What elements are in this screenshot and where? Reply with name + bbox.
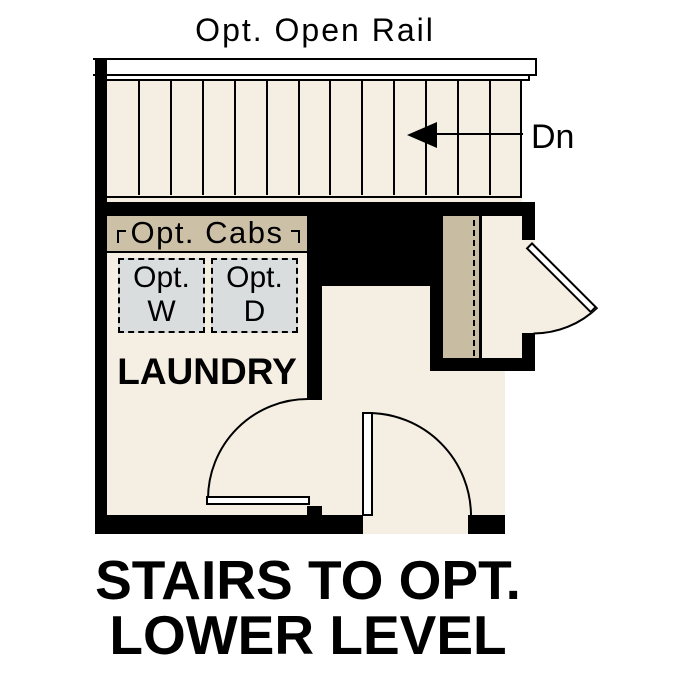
hall-floor-upper [322,286,430,372]
tread-divider [265,81,268,195]
wall-laundry-right-lower [307,506,322,517]
caption-line-2: LOWER LEVEL [109,604,507,666]
tread-divider [233,81,236,195]
stair-base-strip [107,198,522,202]
down-label: Dn [531,118,575,156]
caption-line-1: STAIRS TO OPT. [95,549,521,611]
wall-right-upper [522,216,535,240]
closet-shelf-divider [479,216,482,358]
open-rail-label: Opt. Open Rail [195,12,435,48]
stair-rail-inner [107,76,530,81]
closet-door-opening [522,240,535,333]
tread-divider [457,81,460,195]
dryer-box: Opt. D [211,258,298,333]
wall-closet-left [430,286,443,358]
dryer-label-line1: Opt. [226,261,283,294]
closet-shelf-dashed-line [473,220,475,356]
plan-caption: STAIRS TO OPT. LOWER LEVEL [0,553,616,663]
cabinet-corner-mark-right [291,230,300,243]
cabinet-corner-mark-left [117,230,126,243]
wall-left [95,58,107,534]
dryer-label-line2: D [243,295,266,328]
tread-divider [137,81,140,195]
stair-rail-outer [93,58,537,76]
tread-divider [297,81,300,195]
wall-below-stairs [95,202,535,216]
cabinets-label: Opt. Cabs [130,215,284,250]
laundry-door-leaf [206,496,310,505]
tread-divider [489,81,492,195]
wall-bottom-right [468,515,505,534]
hall-floor-lower [322,371,505,515]
washer-box: Opt. W [118,258,205,333]
down-arrow-line [436,133,523,135]
tread-divider [169,81,172,195]
wall-laundry-right-upper [307,286,322,400]
tread-divider [201,81,204,195]
closet-door-leaf [525,242,598,314]
wall-center-block [307,216,443,286]
laundry-room-label: LAUNDRY [117,351,297,392]
wall-right-lower [522,333,535,358]
laundry-doorway-opening [307,400,322,506]
hall-door-leaf [362,412,373,516]
tread-divider [393,81,396,195]
stair-treads [107,81,522,198]
down-arrow-icon [407,122,437,148]
wall-bottom-left [95,515,363,534]
wall-closet-bottom [430,358,535,371]
tread-divider [361,81,364,195]
bottom-door-opening [363,515,468,534]
tread-divider [329,81,332,195]
washer-label-line1: Opt. [133,261,190,294]
washer-label-line2: W [147,295,176,328]
cabinets-bar: Opt. Cabs [107,216,307,253]
